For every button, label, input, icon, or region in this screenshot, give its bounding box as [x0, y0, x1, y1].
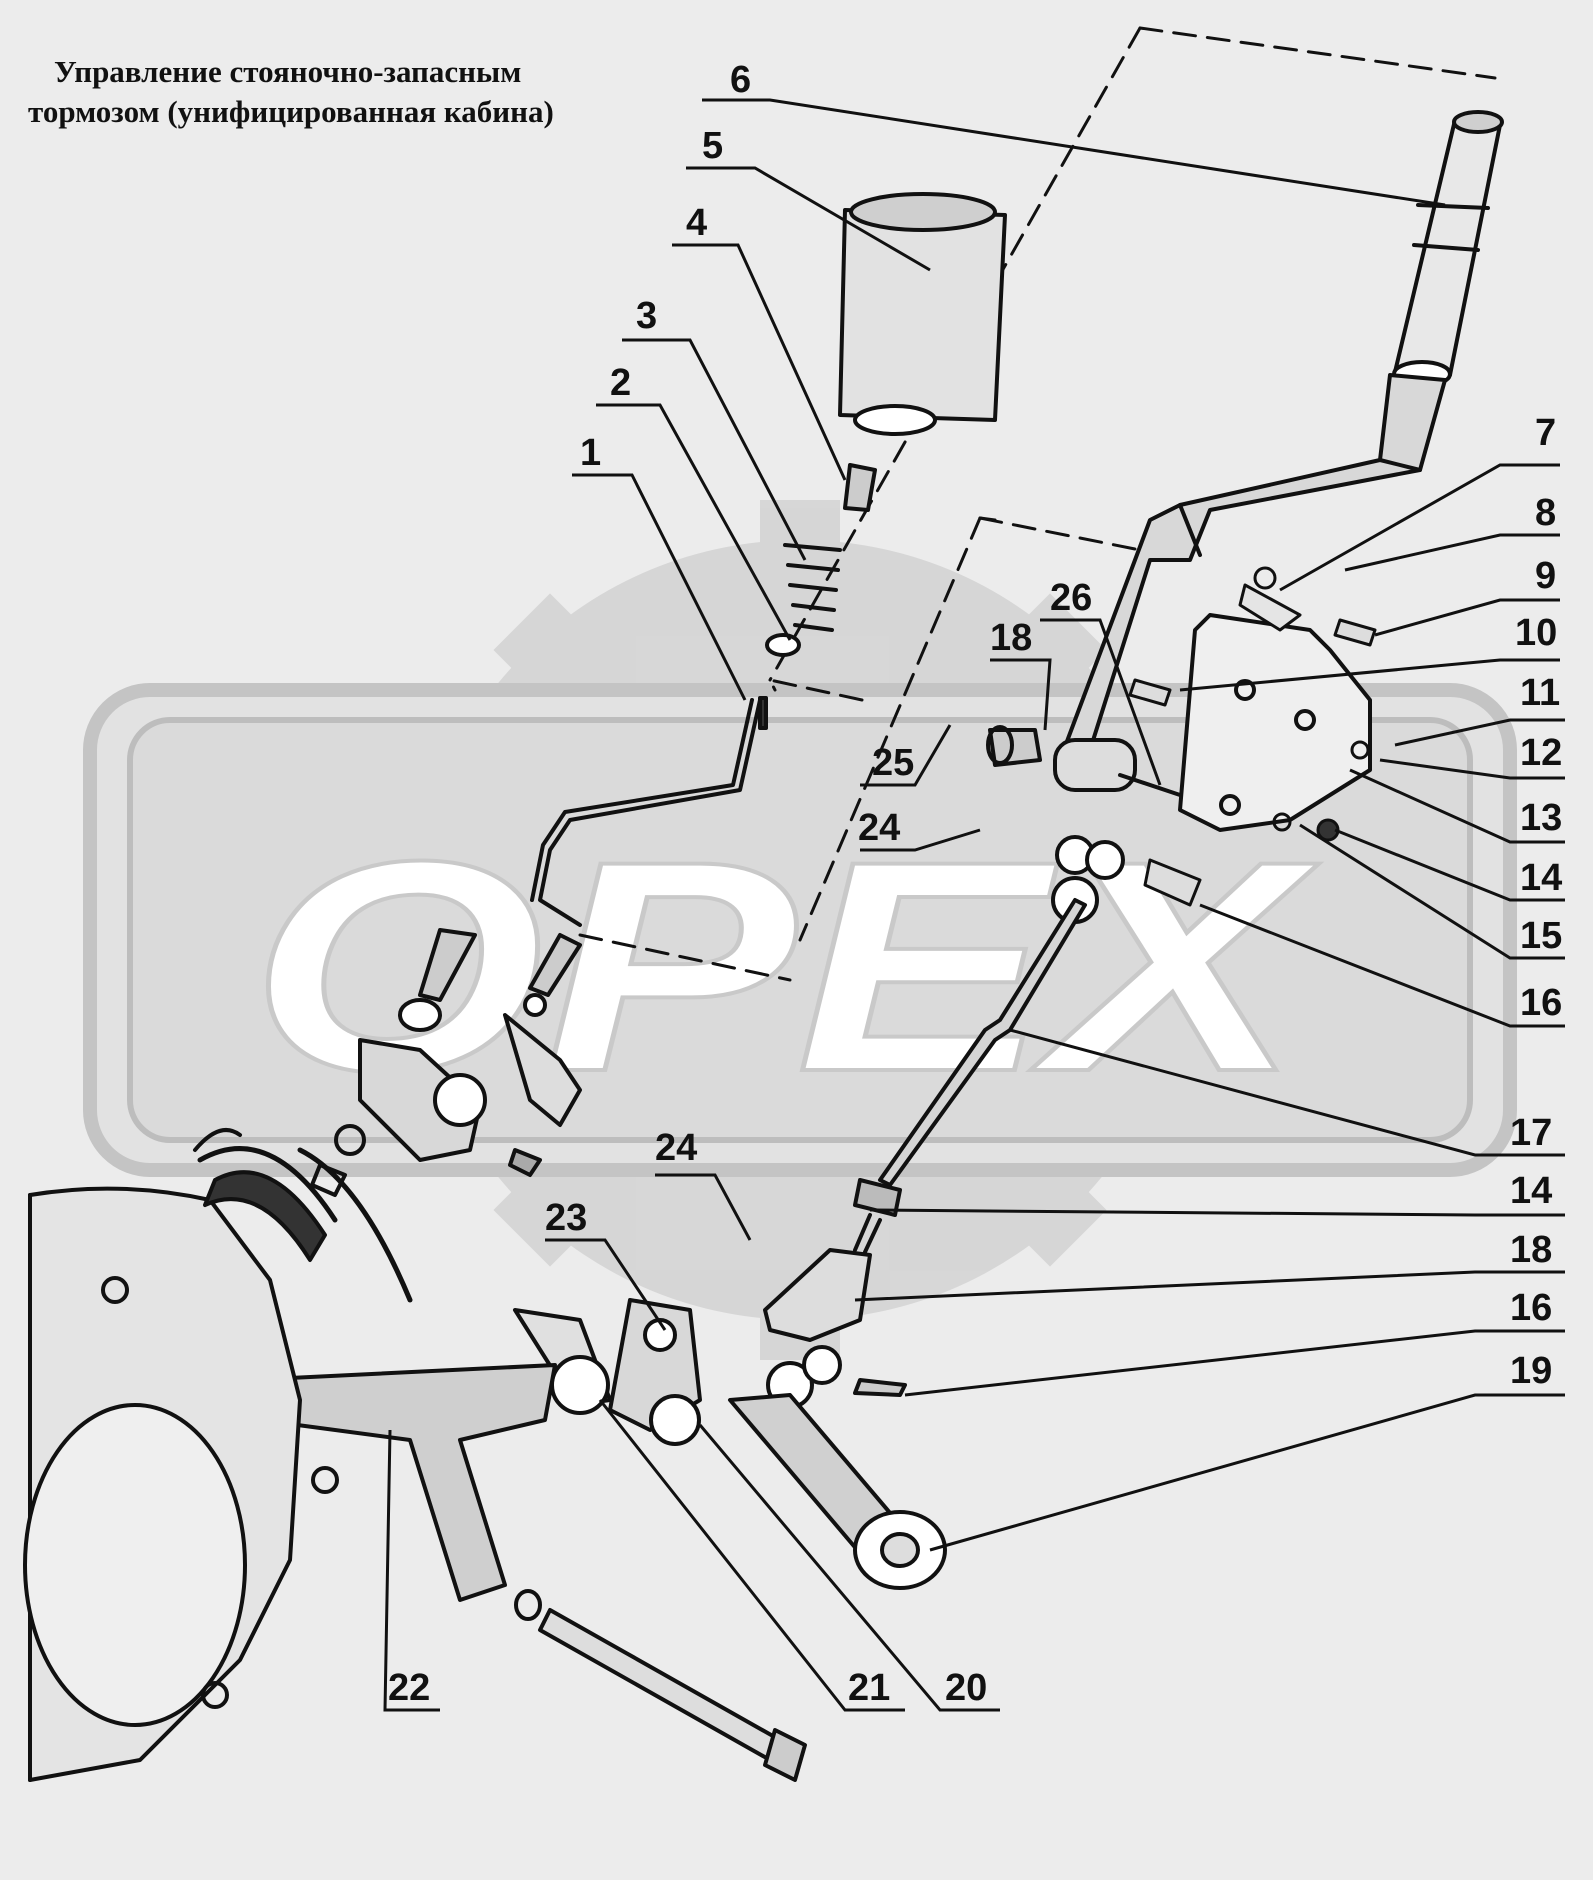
callout-4: 4 [686, 202, 707, 244]
callout-6: 6 [730, 59, 751, 101]
callout-8: 8 [1535, 492, 1556, 534]
callout-5: 5 [702, 125, 723, 167]
callout-7: 7 [1535, 412, 1556, 454]
callout-13: 13 [1520, 797, 1562, 839]
callout-23: 23 [545, 1197, 587, 1239]
callout-26: 26 [1050, 577, 1092, 619]
callout-15: 15 [1520, 915, 1562, 957]
callout-14-lower: 14 [1510, 1170, 1552, 1212]
mid-cluster [310, 928, 582, 1197]
callout-18-upper: 18 [990, 617, 1032, 659]
callout-18: 18 [1510, 1229, 1552, 1271]
callout-20: 20 [945, 1667, 987, 1709]
bracket-plate [1178, 613, 1372, 832]
callout-17: 17 [1510, 1112, 1552, 1154]
callout-9: 9 [1535, 555, 1556, 597]
small-bolts [1128, 566, 1377, 907]
callout-11: 11 [1520, 672, 1560, 714]
callout-16: 16 [1520, 982, 1562, 1024]
diagram-title: Управление стояночно-запасным тормозом (… [28, 52, 728, 132]
title-line-2: тормозом (унифицированная кабина) [28, 94, 554, 129]
callout-14: 14 [1520, 857, 1562, 899]
brake-drum [23, 1128, 413, 1782]
callout-25: 25 [872, 742, 914, 784]
handle-grip [1392, 110, 1504, 388]
callout-21: 21 [848, 1667, 890, 1709]
handbrake-lever [1058, 373, 1447, 762]
callout-16-lower: 16 [1510, 1287, 1552, 1329]
callout-2: 2 [610, 362, 631, 404]
callout-22: 22 [388, 1667, 430, 1709]
callout-19: 19 [1510, 1350, 1552, 1392]
callout-12: 12 [1520, 732, 1562, 774]
brake-rod [853, 898, 1087, 1254]
spring-rod [530, 696, 768, 927]
callout-10: 10 [1515, 612, 1557, 654]
lower-linkage [248, 1248, 947, 1602]
callout-1: 1 [580, 432, 601, 474]
long-bolt [514, 1589, 807, 1782]
callout-24: 24 [858, 807, 900, 849]
callout-24-lower: 24 [655, 1127, 697, 1169]
title-line-1: Управление стояночно-запасным [54, 54, 522, 89]
callout-3: 3 [636, 295, 657, 337]
spring-parts [765, 192, 1007, 657]
